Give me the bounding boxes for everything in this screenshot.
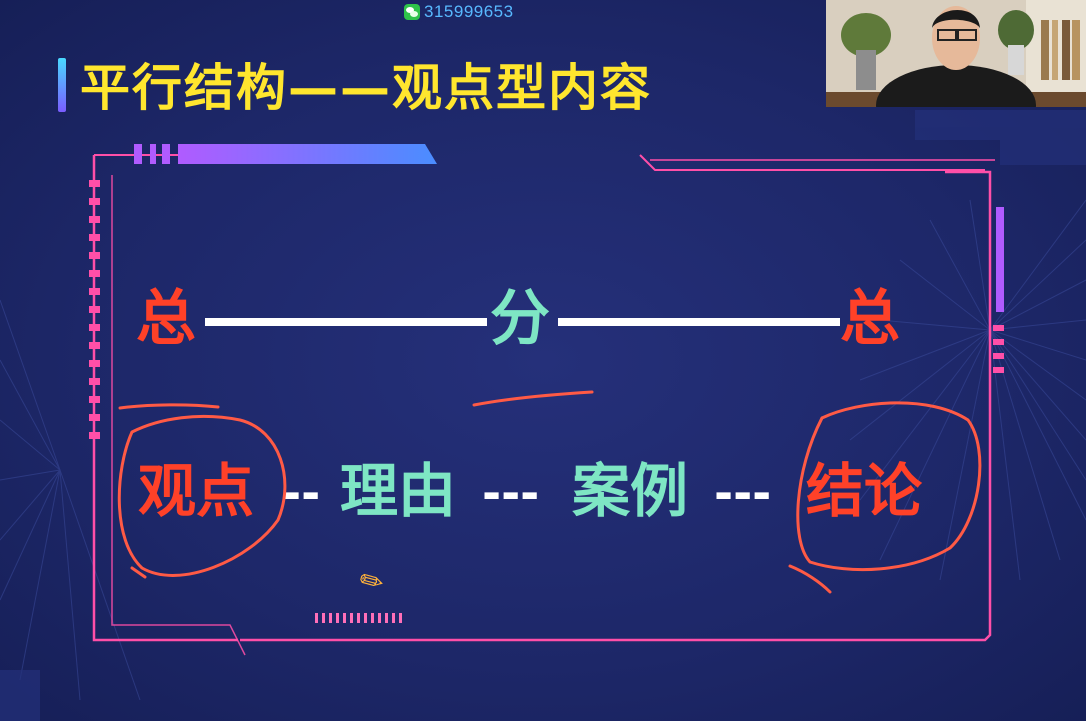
circle-conclusion (796, 401, 982, 572)
top-middle-fen: 分 (490, 284, 550, 354)
presenter-webcam (826, 0, 1086, 107)
wechat-id: 315999653 (424, 2, 514, 21)
separator-2: --- (482, 466, 540, 520)
item-viewpoint: 观点 (138, 457, 255, 525)
separator-3: --- (714, 466, 772, 520)
slide-title: 平行结构——观点型内容 (80, 59, 652, 117)
underline-middle (472, 390, 594, 407)
item-reason: 理由 (340, 457, 457, 525)
connector-line-right (558, 318, 840, 326)
item-conclusion: 结论 (806, 457, 923, 525)
wechat-overlay: 315999653 (404, 2, 514, 22)
circle-viewpoint (117, 414, 287, 577)
top-left-zong: 总 (136, 284, 196, 354)
separator-1: -- (282, 466, 321, 520)
title-accent-bar (58, 58, 66, 112)
wechat-icon (404, 4, 420, 20)
item-case: 案例 (572, 457, 689, 525)
connector-line-left (205, 318, 487, 326)
top-right-zong: 总 (840, 284, 900, 354)
webcam-scene (826, 0, 1086, 107)
underline-left (118, 403, 220, 410)
